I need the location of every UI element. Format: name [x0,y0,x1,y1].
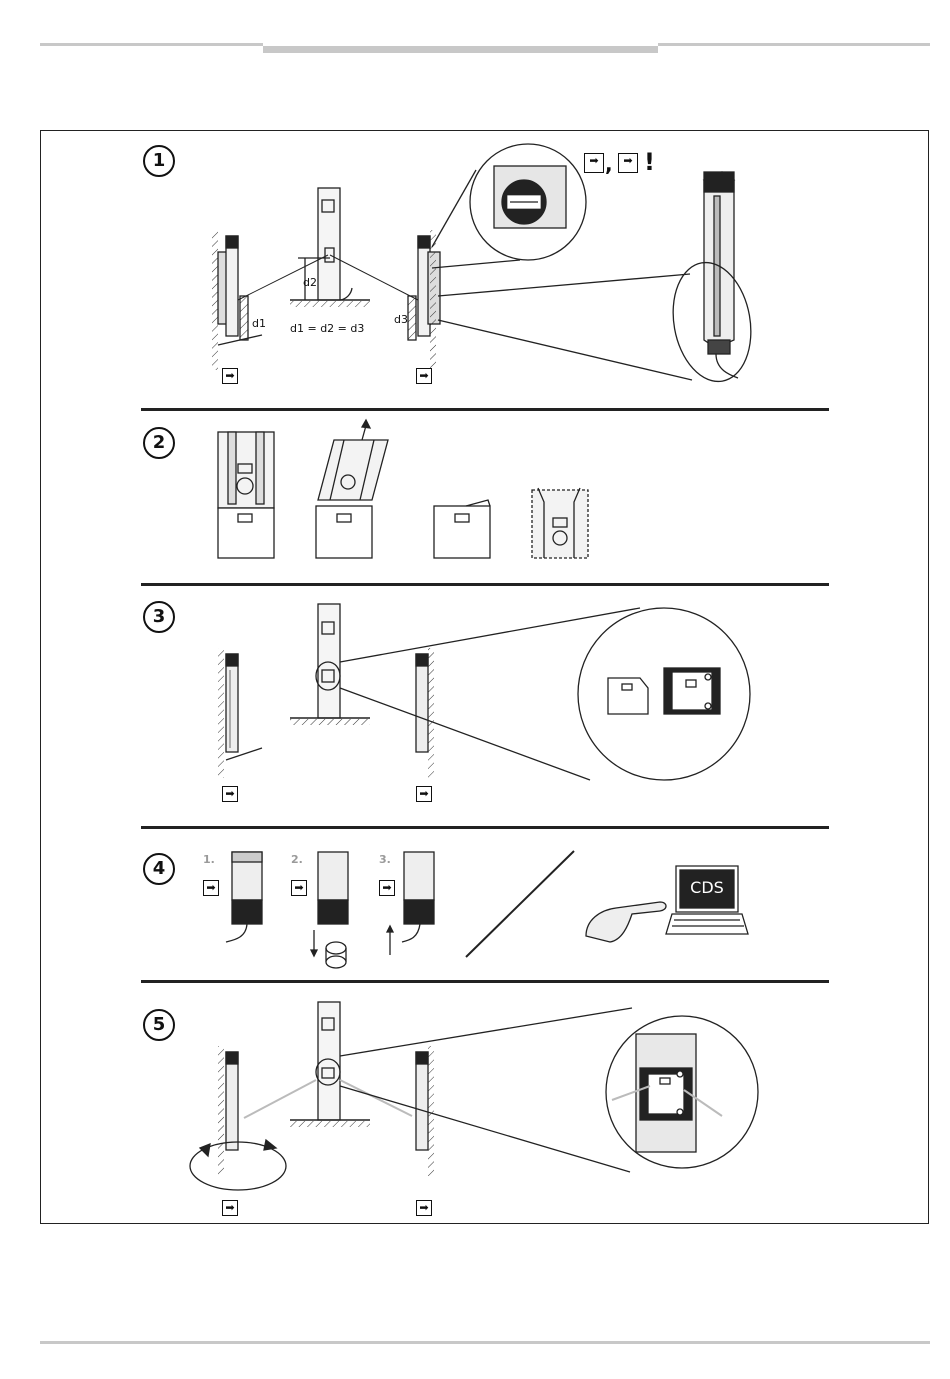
step4-figures [226,851,748,968]
sender-icon: ➡ [222,1200,238,1216]
sender-icon: ➡ [222,368,238,384]
step5-figures [190,1002,758,1190]
receiver-icon: ➡ [416,786,432,802]
label-d1: d1 [252,317,266,330]
order-label-2: 2. [291,853,303,866]
step1-wall-left [212,230,218,370]
warning-separator: , [605,152,613,176]
receiver-icon: ➡ [416,368,432,384]
step2-panels [218,420,588,558]
sender-icon: ➡ [291,880,307,896]
order-label-1: 1. [203,853,215,866]
sender-icon: ➡ [379,880,395,896]
step1-wall-right [430,230,436,370]
sender-icon: ➡ [222,786,238,802]
sender-icon: ➡ [584,153,604,173]
step3-figures [218,604,750,780]
receiver-icon: ➡ [618,153,638,173]
order-label-3: 3. [379,853,391,866]
sender-icon: ➡ [203,880,219,896]
step1-target-pole [290,188,370,307]
step1-zoom-circle [432,144,586,268]
label-d2: d2 [303,276,317,289]
laptop-screen-text: CDS [684,878,730,897]
receiver-icon: ➡ [416,1200,432,1216]
warning-mark: ! [644,148,655,176]
label-d3: d3 [394,313,408,326]
distance-equation: d1 = d2 = d3 [290,322,364,335]
